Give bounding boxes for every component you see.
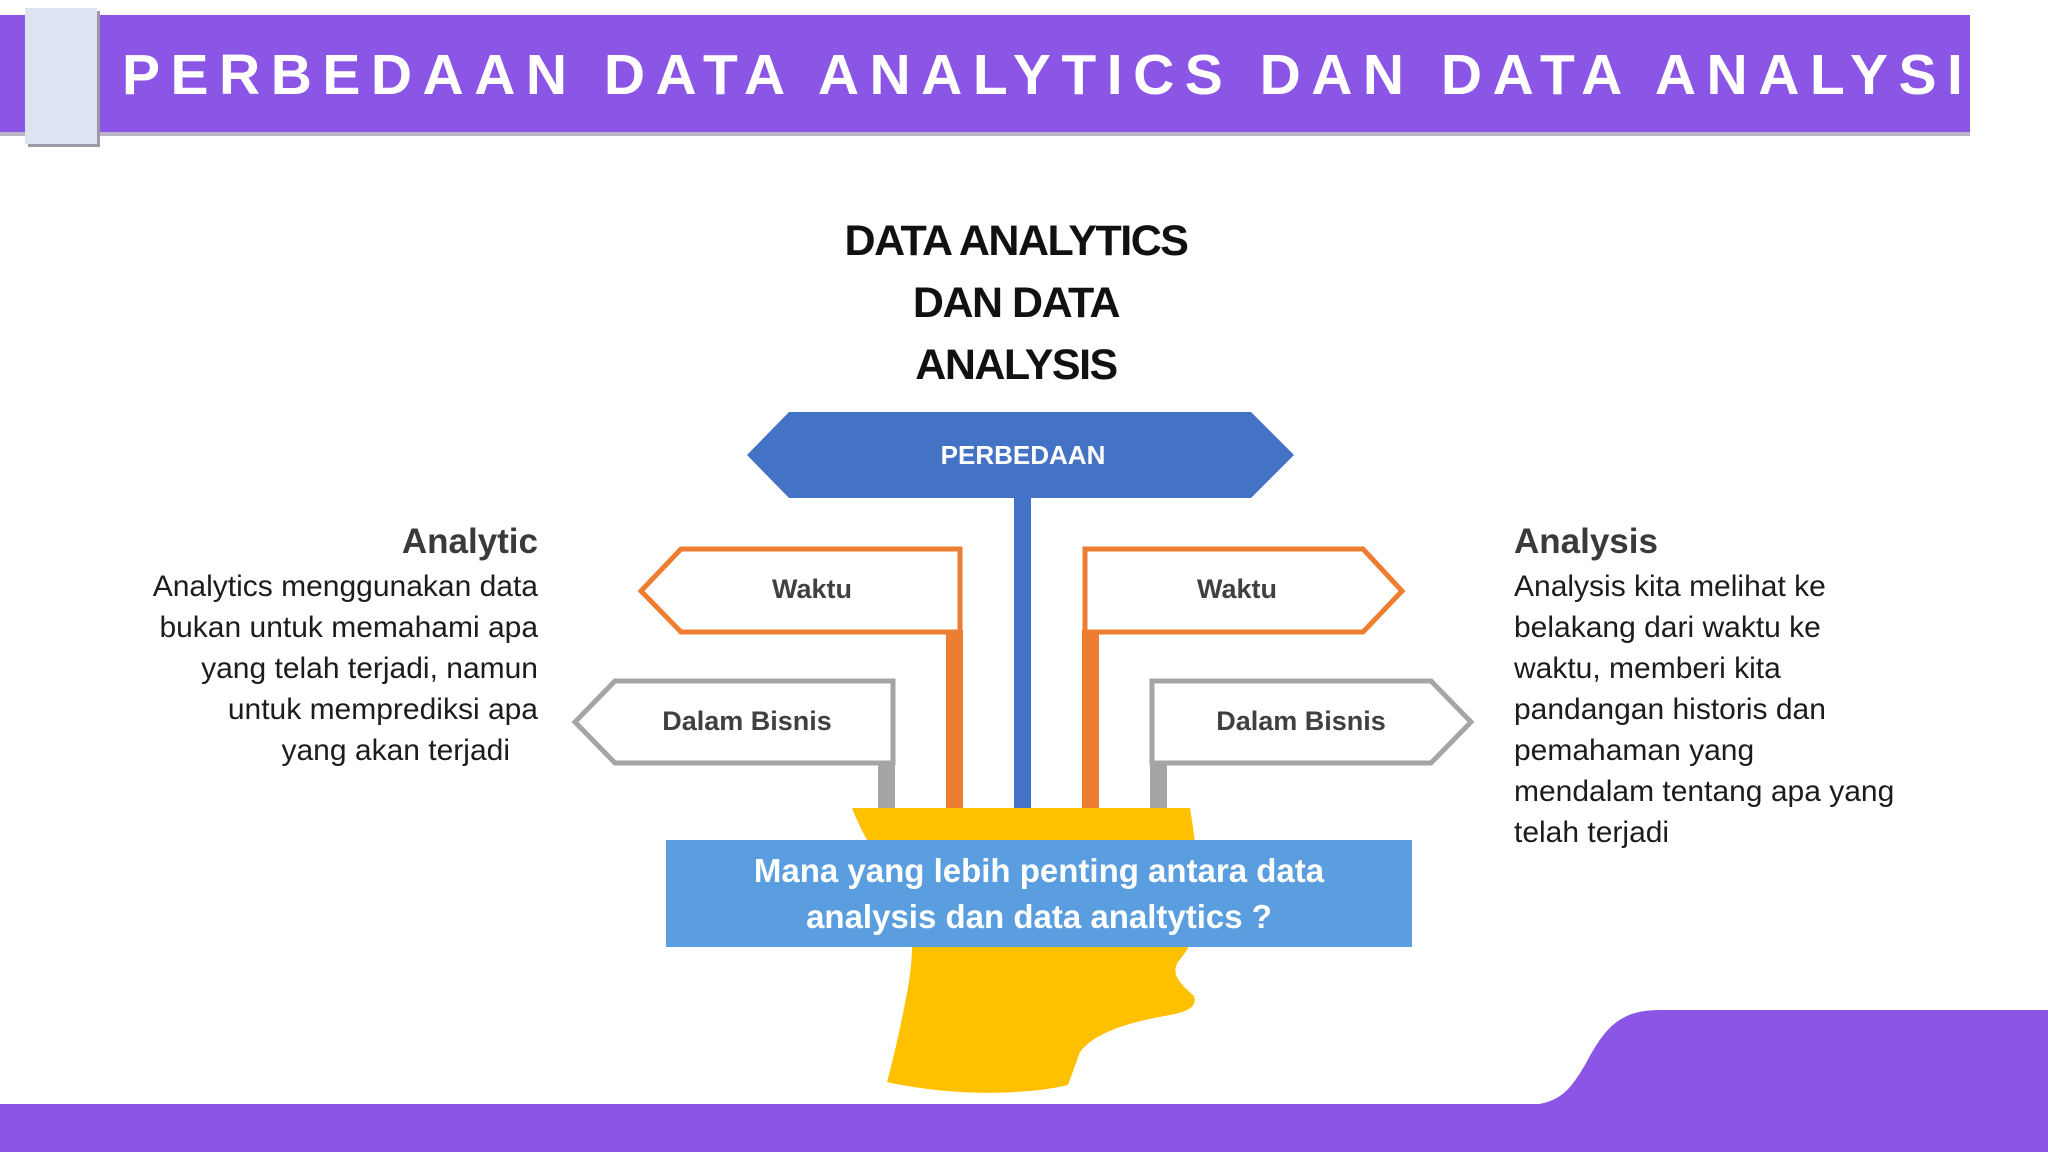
analysis-line: pemahaman yang xyxy=(1514,734,1755,767)
left-orange-pole xyxy=(946,630,963,808)
left-lower-sign xyxy=(571,678,896,766)
left-gray-pole xyxy=(878,762,895,808)
left-upper-sign xyxy=(637,546,963,635)
diagram-title-line-1: DATA ANALYTICS xyxy=(844,217,1189,265)
analysis-heading: Analysis xyxy=(1514,522,1658,561)
right-upper-sign-label: Waktu xyxy=(1197,574,1277,604)
page-title: PERBEDAAN DATA ANALYTICS DAN DATA ANALYS… xyxy=(122,43,2022,107)
top-sign-label: PERBEDAAN xyxy=(940,440,1106,470)
diagram-title-line-2: DAN DATA xyxy=(912,279,1121,327)
analytic-line: bukan untuk memahami apa xyxy=(159,611,538,644)
analysis-line: waktu, memberi kita xyxy=(1514,652,1781,685)
analysis-line: pandangan historis dan xyxy=(1514,693,1826,726)
right-upper-sign xyxy=(1082,546,1406,635)
analytic-line: Analytics menggunakan data xyxy=(152,570,538,603)
header-accent-tab xyxy=(25,8,97,144)
question-line-2: analysis dan data analtytics ? xyxy=(806,897,1272,935)
header-bar xyxy=(0,15,1970,132)
left-upper-sign-label: Waktu xyxy=(772,574,852,604)
question-line-1: Mana yang lebih penting antara data xyxy=(753,851,1325,889)
analytic-line: yang telah terjadi, namun xyxy=(201,652,538,685)
diagram-title: DATA ANALYTICS DAN DATA ANALYSIS xyxy=(816,210,1216,396)
footer-wave-shape xyxy=(1530,1010,2048,1115)
question-box: Mana yang lebih penting antara data anal… xyxy=(666,840,1412,947)
analytic-description: Analytics menggunakan data bukan untuk m… xyxy=(120,566,538,771)
left-lower-sign-label: Dalam Bisnis xyxy=(662,706,832,736)
analysis-line: Analysis kita melihat ke xyxy=(1514,570,1826,603)
right-lower-sign xyxy=(1149,678,1475,766)
right-orange-pole xyxy=(1082,630,1099,808)
top-sign xyxy=(747,412,1294,498)
analysis-line: mendalam tentang apa yang xyxy=(1514,775,1895,808)
right-gray-pole xyxy=(1150,762,1167,808)
diagram-title-line-3: ANALYSIS xyxy=(915,341,1118,389)
footer-bar xyxy=(0,1104,2048,1152)
analytic-line: untuk memprediksi apa xyxy=(227,693,538,726)
analytic-line: yang akan terjadi xyxy=(281,734,511,767)
right-lower-sign-label: Dalam Bisnis xyxy=(1216,706,1386,736)
center-pole xyxy=(1014,495,1031,808)
analytic-heading: Analytic xyxy=(401,522,538,561)
analysis-line: telah terjadi xyxy=(1514,816,1670,849)
analysis-line: belakang dari waktu ke xyxy=(1514,611,1821,644)
analysis-description: Analysis kita melihat ke belakang dari w… xyxy=(1514,566,1934,853)
